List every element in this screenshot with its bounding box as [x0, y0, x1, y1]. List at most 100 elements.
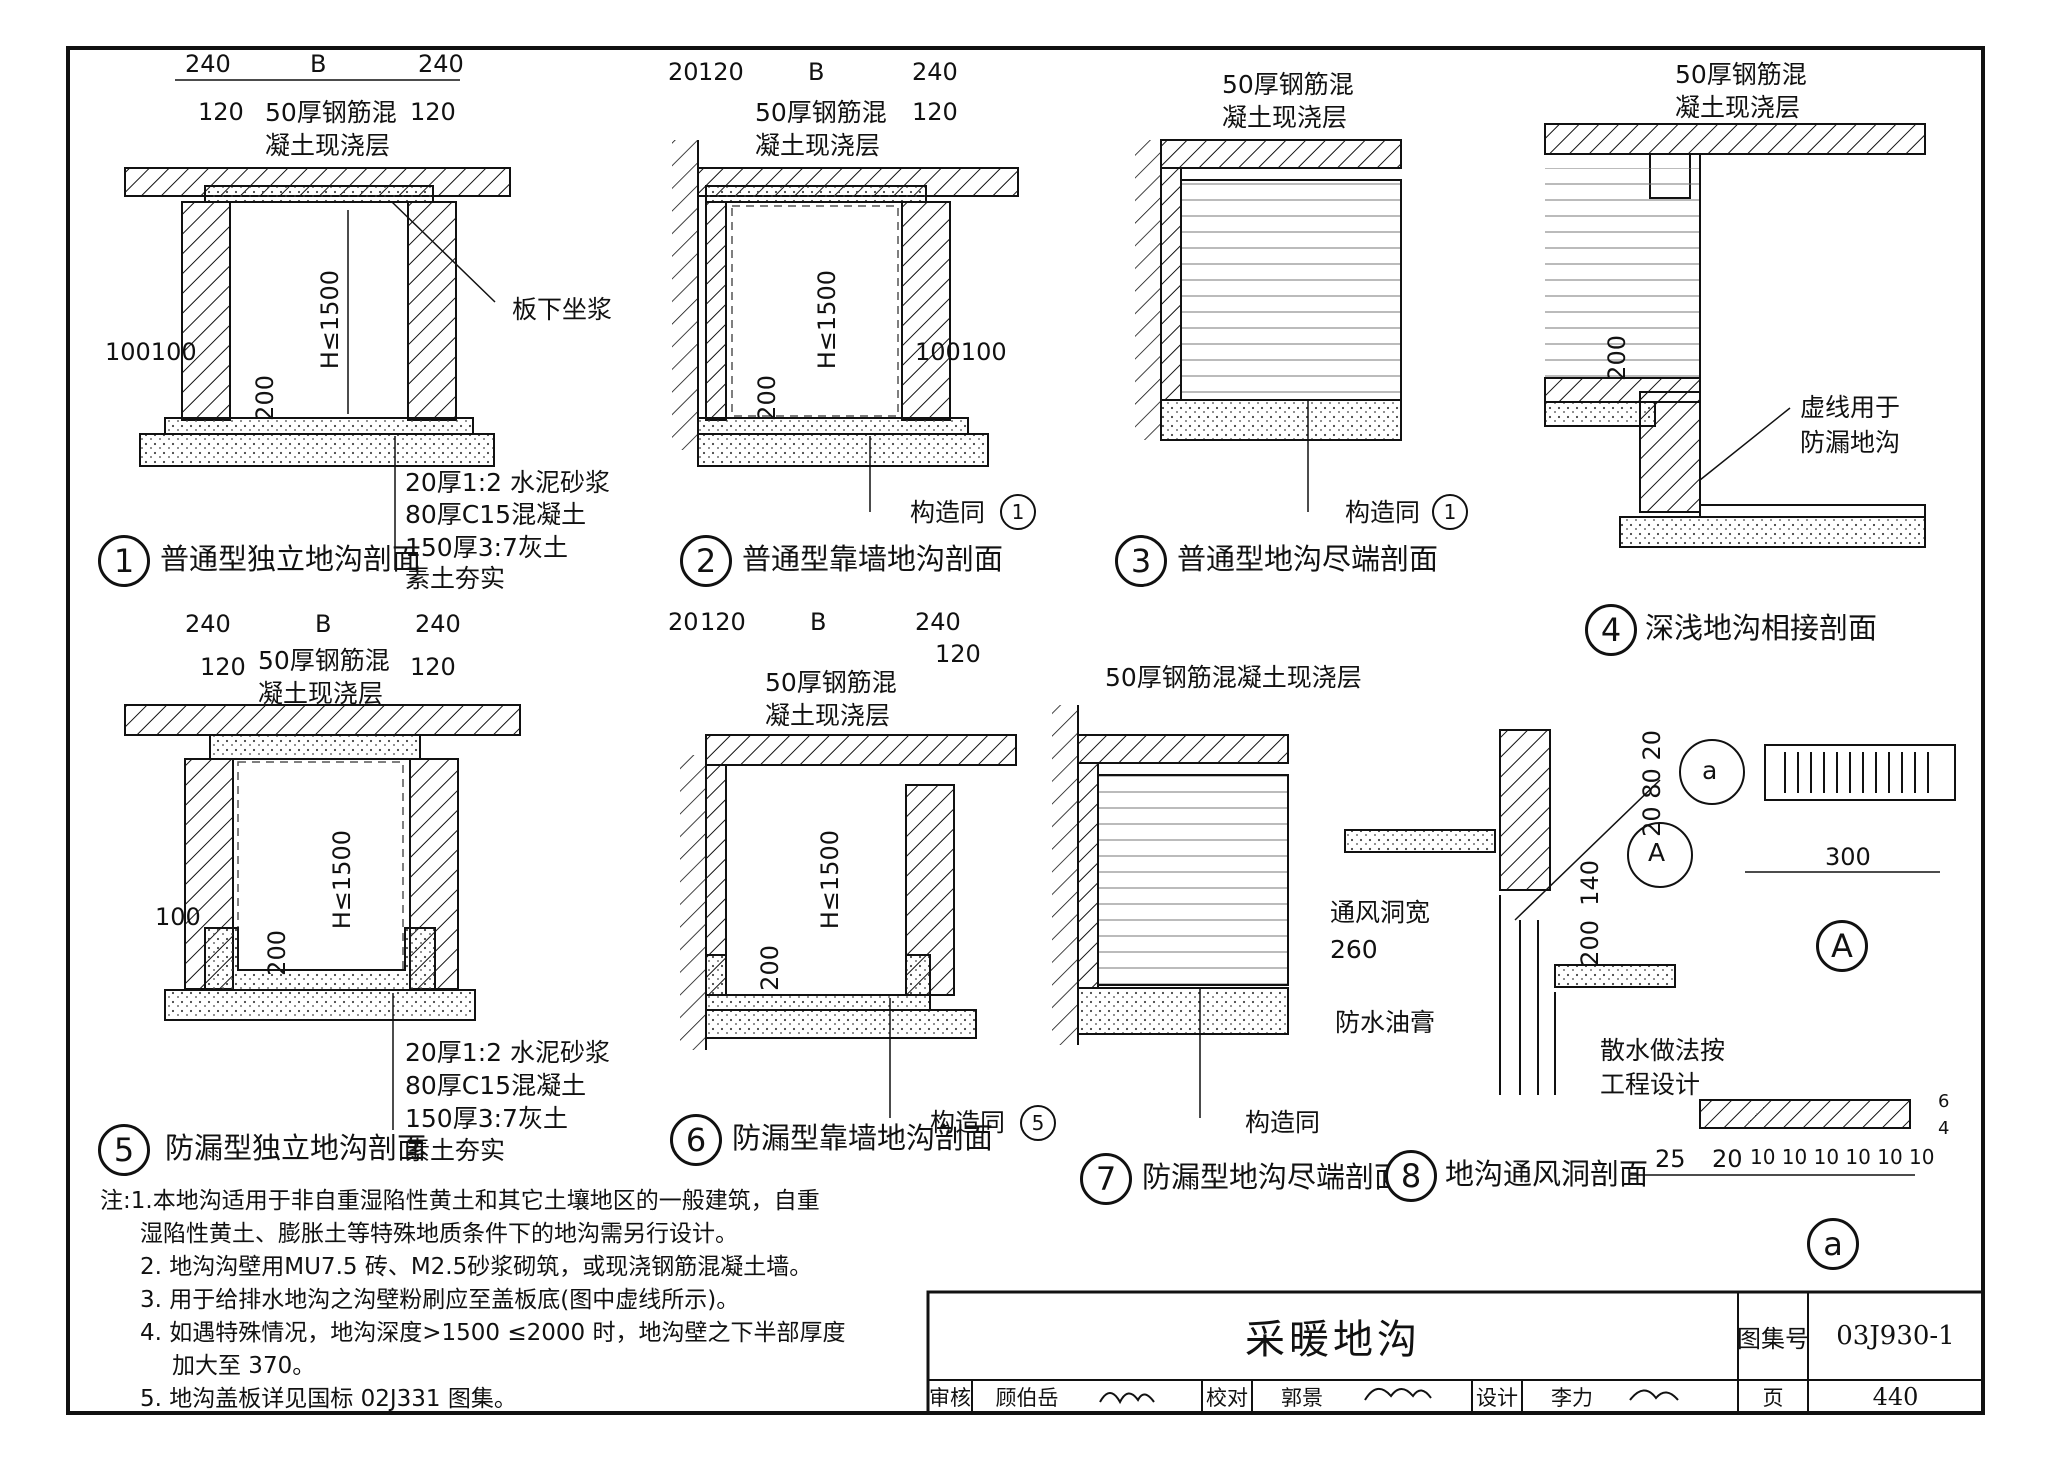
reviewer-name: 顾伯岳	[995, 1385, 1059, 1410]
detail-5-drawing	[124, 704, 521, 1130]
d5-dim-240-right: 240	[415, 610, 461, 638]
design-label: 设计	[1476, 1385, 1518, 1410]
d6-dim-20: 20	[668, 608, 699, 636]
d5-dim-b: B	[315, 610, 332, 638]
d2-slab-label-2: 凝土现浇层	[755, 131, 881, 160]
detail-2-drawing	[672, 140, 1019, 512]
d1-layer-2: 80厚C15混凝土	[405, 500, 587, 529]
detail-8-number: 8	[1385, 1150, 1437, 1202]
d7-same-as: 构造同	[1245, 1108, 1321, 1137]
d8-section-a-marker: a	[1807, 1218, 1859, 1270]
checker-name: 郭景	[1281, 1385, 1323, 1410]
d8-dim-6: 6	[1938, 1091, 1950, 1112]
d5-slab-label-1: 50厚钢筋混	[258, 646, 390, 675]
d1-dim-b: B	[310, 50, 327, 78]
d8-apron-2: 工程设计	[1600, 1070, 1701, 1099]
detail-2-title: 普通型靠墙地沟剖面	[742, 542, 1004, 576]
d2-ref-1: 1	[1000, 494, 1036, 530]
d6-ref-5: 5	[1020, 1105, 1056, 1141]
detail-4-number: 4	[1585, 604, 1637, 656]
detail-3-drawing	[1135, 139, 1402, 512]
d4-dim-200: 200	[1603, 335, 1631, 381]
d8-tar-label: 防水油膏	[1335, 1008, 1436, 1037]
d1-layer-1: 20厚1:2 水泥砂浆	[405, 468, 610, 497]
d8-dim-20-80-20: 20 80 20	[1638, 730, 1666, 837]
d6-dim-120: 120	[700, 608, 746, 636]
note-line: 3. 用于给排水地沟之沟壁粉刷应至盖板底(图中虚线所示)。	[140, 1287, 740, 1313]
d4-slab-label-2: 凝土现浇层	[1675, 93, 1801, 122]
d1-layer-3: 150厚3:7灰土	[405, 533, 568, 562]
d1-dim-120-left: 120	[198, 98, 244, 126]
check-label: 校对	[1206, 1385, 1248, 1410]
d8-dim-25: 25	[1655, 1145, 1686, 1173]
d5-layer-2: 80厚C15混凝土	[405, 1071, 587, 1100]
note-line: 湿陷性黄土、膨胀土等特殊地质条件下的地沟需另行设计。	[140, 1221, 738, 1247]
note-line: 5. 地沟盖板详见国标 02J331 图集。	[140, 1386, 517, 1412]
note-line: 注:1.本地沟适用于非自重湿陷性黄土和其它土壤地区的一般建筑，自重	[100, 1188, 820, 1214]
d1-slab-label-1: 50厚钢筋混	[265, 98, 397, 127]
d6-dim-200: 200	[756, 945, 784, 991]
detail-5-title: 防漏型独立地沟剖面	[165, 1131, 427, 1165]
d8-apron-1: 散水做法按	[1600, 1036, 1726, 1065]
d6-height-label: H≤1500	[816, 830, 844, 930]
d4-slab-label-1: 50厚钢筋混	[1675, 60, 1807, 89]
note-line: 4. 如遇特殊情况，地沟深度>1500 ≤2000 时，地沟壁之下半部厚度	[140, 1320, 846, 1346]
d2-dim-240: 240	[912, 58, 958, 86]
d2-same-as: 构造同	[910, 498, 986, 527]
grout-label: 板下坐浆	[512, 295, 613, 324]
d1-dim-240-left: 240	[185, 50, 231, 78]
detail-7-drawing	[1052, 705, 1289, 1118]
atlas-label: 图集号	[1737, 1324, 1809, 1353]
d5-layer-4: 素土夯实	[405, 1136, 506, 1165]
detail-6-drawing	[680, 734, 1017, 1118]
general-notes: 注:1.本地沟适用于非自重湿陷性黄土和其它土壤地区的一般建筑，自重 湿陷性黄土、…	[100, 1185, 930, 1416]
detail-1-number: 1	[98, 535, 150, 587]
d6-same-as: 构造同	[930, 1108, 1006, 1137]
d2-slab-label-1: 50厚钢筋混	[755, 98, 887, 127]
d8-vent-260: 260	[1330, 935, 1378, 964]
review-label: 审核	[929, 1385, 971, 1410]
d2-dim-120b: 120	[912, 98, 958, 126]
d1-dim-240-right: 240	[418, 50, 464, 78]
d6-dim-240: 240	[915, 608, 961, 636]
d1-slab-label-2: 凝土现浇层	[265, 131, 391, 160]
d3-slab-label-2: 凝土现浇层	[1222, 103, 1348, 132]
d2-dim-100100: 100100	[915, 338, 1007, 366]
d2-dim-b: B	[808, 58, 825, 86]
d5-dim-120-right: 120	[410, 653, 456, 681]
d2-height-label: H≤1500	[813, 270, 841, 370]
d8-dim-140: 140	[1576, 860, 1604, 906]
d2-dim-200: 200	[753, 375, 781, 421]
d3-ref-1: 1	[1432, 494, 1468, 530]
note-line: 2. 地沟沟壁用MU7.5 砖、M2.5砂浆砌筑，或现浇钢筋混凝土墙。	[140, 1254, 813, 1280]
detail-1-drawing	[124, 79, 511, 570]
d8-vent-width: 通风洞宽	[1330, 898, 1431, 927]
d4-dashed-note-1: 虚线用于	[1800, 393, 1901, 422]
d1-height-label: H≤1500	[316, 270, 344, 370]
d5-slab-label-2: 凝土现浇层	[258, 679, 384, 708]
detail-8-title: 地沟通风洞剖面	[1445, 1157, 1649, 1191]
d6-slab-label-2: 凝土现浇层	[765, 701, 891, 730]
d2-dim-20: 20	[668, 58, 699, 86]
d5-dim-120-left: 120	[200, 653, 246, 681]
detail-4-title: 深浅地沟相接剖面	[1645, 611, 1878, 645]
d8-callout-a-small: a	[1702, 756, 1718, 785]
d5-dim-200: 200	[263, 930, 291, 976]
title-block	[926, 1290, 1985, 1415]
page-label: 页	[1762, 1385, 1784, 1410]
d1-dim-120-right: 120	[410, 98, 456, 126]
page-number: 440	[1872, 1382, 1919, 1411]
detail-4-drawing	[1544, 123, 1926, 548]
d4-dashed-note-2: 防漏地沟	[1800, 428, 1901, 457]
detail-3-number: 3	[1115, 535, 1167, 587]
detail-7-title: 防漏型地沟尽端剖面	[1142, 1160, 1404, 1194]
d8-view-a-marker: A	[1816, 920, 1868, 972]
detail-1-title: 普通型独立地沟剖面	[160, 542, 422, 576]
d8-dim-4: 4	[1938, 1118, 1950, 1139]
d5-dim-240-left: 240	[185, 610, 231, 638]
d5-dim-100: 100	[155, 903, 201, 931]
d6-dim-120b: 120	[935, 640, 981, 668]
d1-dim-100100: 100100	[105, 338, 197, 366]
d2-dim-120: 120	[698, 58, 744, 86]
d1-dim-200: 200	[251, 375, 279, 421]
